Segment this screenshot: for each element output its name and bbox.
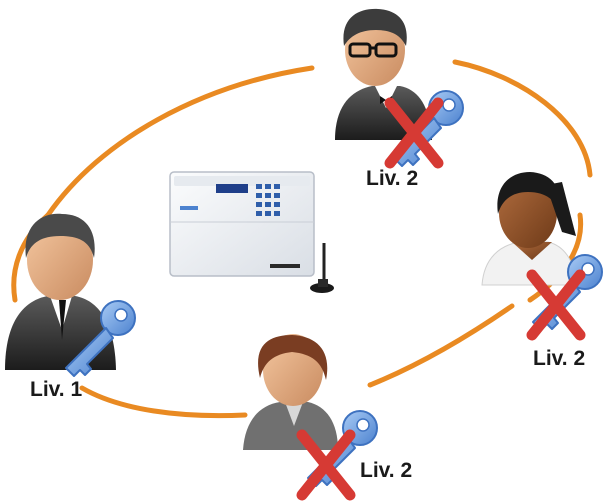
person-level2-top-icon (335, 8, 464, 166)
level-label-person2: Liv. 2 (366, 167, 419, 190)
antenna-icon (310, 243, 334, 293)
ring-arc-top-left (45, 65, 315, 218)
connection-ring (11, 59, 593, 419)
person-level2-bottom-icon (243, 334, 378, 495)
ring-arc-lower-right (367, 303, 515, 388)
level-label-person4: Liv. 2 (360, 459, 413, 482)
level-label-person3: Liv. 2 (533, 347, 586, 370)
ring-arc-bottom-left (79, 385, 248, 419)
panel-keypad (256, 184, 280, 216)
ring-arc-top-right (452, 59, 593, 178)
person-level2-right-icon (481, 172, 603, 335)
person-level1-icon (5, 213, 136, 377)
panel-display (216, 184, 248, 193)
level-label-person1: Liv. 1 (30, 378, 83, 401)
alarm-control-panel-icon (169, 171, 315, 277)
